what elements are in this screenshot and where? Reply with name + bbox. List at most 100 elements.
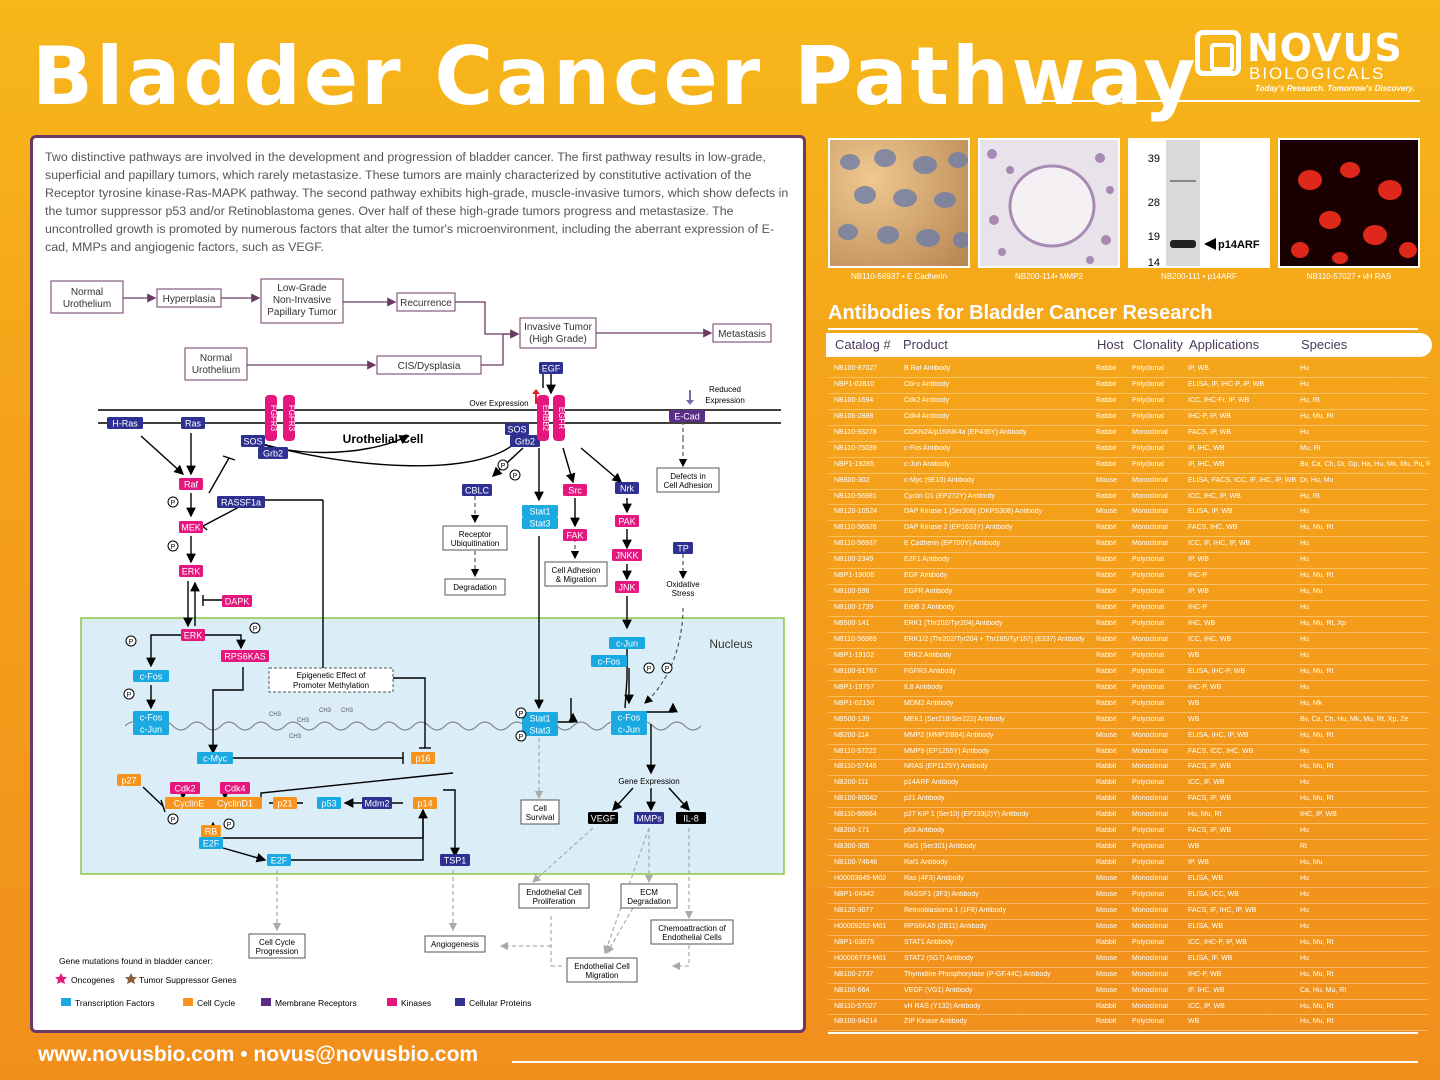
thumb-caption-1: NB110-56937 • E Cadherin [850, 272, 948, 281]
node-invasive: Invasive Tumor(High Grade) [524, 322, 592, 345]
catalog-cell: NBP1-02810 [834, 380, 875, 388]
phosphate-icon: P [167, 496, 179, 508]
product-cell: ErbB 2 Antibody [904, 604, 955, 612]
node-label-pak: PAK [618, 517, 635, 527]
applications-cell: FACS, IF, IHC, IP, WB [1188, 906, 1257, 914]
legend-swatch [183, 998, 193, 1006]
node-label-jnkk: JNKK [615, 551, 638, 561]
nucleus-region [80, 617, 785, 875]
thumb-caption-2: NB200-114• MMP2 [1014, 272, 1083, 281]
catalog-cell: NB100-74646 [834, 859, 878, 867]
product-cell: IL8 Antibody [904, 683, 943, 691]
applications-cell: ICC, IF, IHC, IP, WB [1188, 540, 1251, 548]
legend-swatch [61, 998, 71, 1006]
over-expression-label: Over Expression [469, 399, 528, 408]
applications-cell: FACS, IP, WB [1188, 428, 1232, 436]
node-hyperplasia: Hyperplasia [163, 294, 216, 305]
phosphate-icon: P [497, 459, 509, 471]
catalog-cell: NB600-302 [834, 476, 870, 484]
node-e2f: E2F [267, 854, 291, 866]
clonality-cell: Polyclonal [1132, 779, 1164, 787]
species-cell: Hu, Mu, Rt [1300, 524, 1334, 532]
ch3-label: CH3 [319, 708, 332, 714]
host-cell: Rabbit [1096, 667, 1117, 675]
catalog-cell: NB100-87027 [834, 365, 878, 372]
node-label-fak: FAK [566, 531, 583, 541]
applications-cell: ELISA, FACS, ICC, IF, IHC, IP, WB [1188, 476, 1297, 484]
clonality-cell: Polyclonal [1132, 412, 1164, 420]
node-p53: p53 [317, 797, 341, 809]
catalog-cell: NB110-57222 [834, 747, 877, 755]
species-cell: Hu [1300, 890, 1309, 898]
node-hras: H-Ras [107, 417, 143, 429]
phosphate-icon: P [167, 540, 179, 552]
clonality-cell: Monoclonal [1132, 811, 1168, 819]
product-cell: EGF Antibody [904, 572, 948, 580]
host-cell: Mouse [1096, 875, 1118, 882]
clonality-cell: Monoclonal [1132, 747, 1168, 755]
western-blot-image: 39 28 19 14 p14ARF [1128, 138, 1270, 268]
product-cell: Retinoblastoma 1 (1F8) Antibody [904, 906, 1006, 914]
species-cell: Hu [1300, 604, 1309, 612]
catalog-cell: NB200-114 [834, 731, 869, 739]
clonality-cell: Polyclonal [1132, 604, 1164, 612]
thumb-caption-4: NB110-57027 • vH RAS [1306, 272, 1392, 281]
species-cell: Hu, Mu, Rt [1300, 412, 1334, 420]
species-cell: IHC, IP, WB [1300, 811, 1337, 819]
product-cell: RASSF1 (3F3) Antibody [904, 890, 979, 898]
footer-contact[interactable]: www.novusbio.com • novus@novusbio.com [38, 1043, 479, 1066]
product-cell: STAT1 Antibody [904, 938, 954, 946]
node-rassf1a: RASSF1a [217, 496, 265, 508]
receptor-erbb2: ERBB2 [537, 395, 550, 441]
node-label-e2f: E2F [203, 839, 220, 849]
host-cell: Rabbit [1096, 1002, 1117, 1010]
ch3-label: CH3 [297, 718, 310, 724]
applications-cell: IP, WB [1188, 588, 1209, 596]
node-label-sos: SOS [243, 437, 262, 447]
clonality-cell: Monoclonal [1132, 954, 1168, 962]
